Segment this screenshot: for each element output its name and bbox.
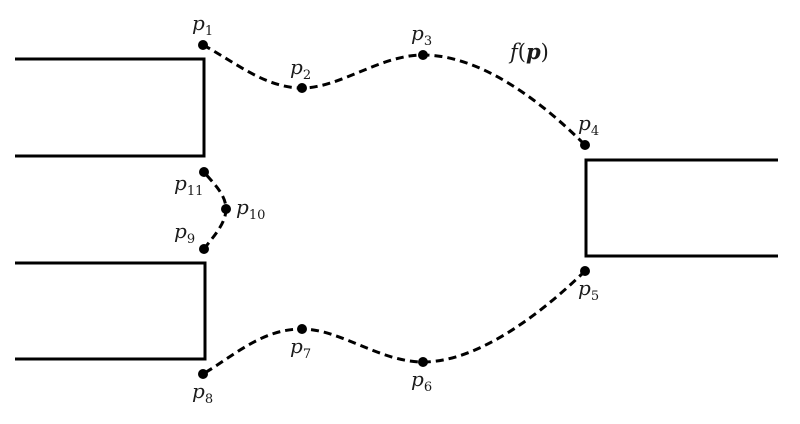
function-open-paren: (	[518, 40, 526, 64]
port-top-left-outline	[15, 57, 206, 158]
point-p6[interactable]	[418, 357, 428, 367]
point-p9[interactable]	[199, 244, 209, 254]
port-right-outline	[584, 158, 778, 258]
label-p4: p4	[578, 111, 599, 139]
bottom-curve	[202, 269, 587, 376]
label-p11: p11	[174, 171, 203, 199]
label-p10: p10	[236, 195, 265, 223]
point-p2[interactable]	[297, 83, 307, 93]
label-p2: p2	[290, 55, 311, 83]
port-bottom-left	[15, 261, 207, 361]
label-p8: p8	[192, 379, 213, 407]
port-right	[584, 158, 778, 258]
function-arg: p	[526, 39, 541, 64]
function-close-paren: )	[541, 40, 549, 64]
point-p3[interactable]	[418, 50, 428, 60]
port-top-left	[15, 57, 206, 158]
control-points	[198, 40, 590, 379]
label-p1: p1	[192, 11, 213, 39]
label-p9: p9	[174, 219, 195, 247]
label-p5: p5	[578, 276, 599, 304]
label-p6: p6	[411, 367, 432, 395]
point-p7[interactable]	[297, 324, 307, 334]
point-p10[interactable]	[221, 204, 231, 214]
function-name: f	[508, 40, 521, 64]
point-p8[interactable]	[198, 369, 208, 379]
point-labels: p1 p2 p3 p4 p5 p6 p7 p8 p9 p10 p11	[174, 11, 599, 407]
point-p11[interactable]	[199, 167, 209, 177]
top-curve	[202, 43, 587, 147]
point-p5[interactable]	[580, 266, 590, 276]
label-p3: p3	[411, 21, 432, 49]
point-p1[interactable]	[198, 40, 208, 50]
port-bottom-left-outline	[15, 261, 207, 361]
function-label: f(p)	[508, 39, 549, 64]
label-p7: p7	[290, 334, 311, 362]
point-p4[interactable]	[580, 140, 590, 150]
